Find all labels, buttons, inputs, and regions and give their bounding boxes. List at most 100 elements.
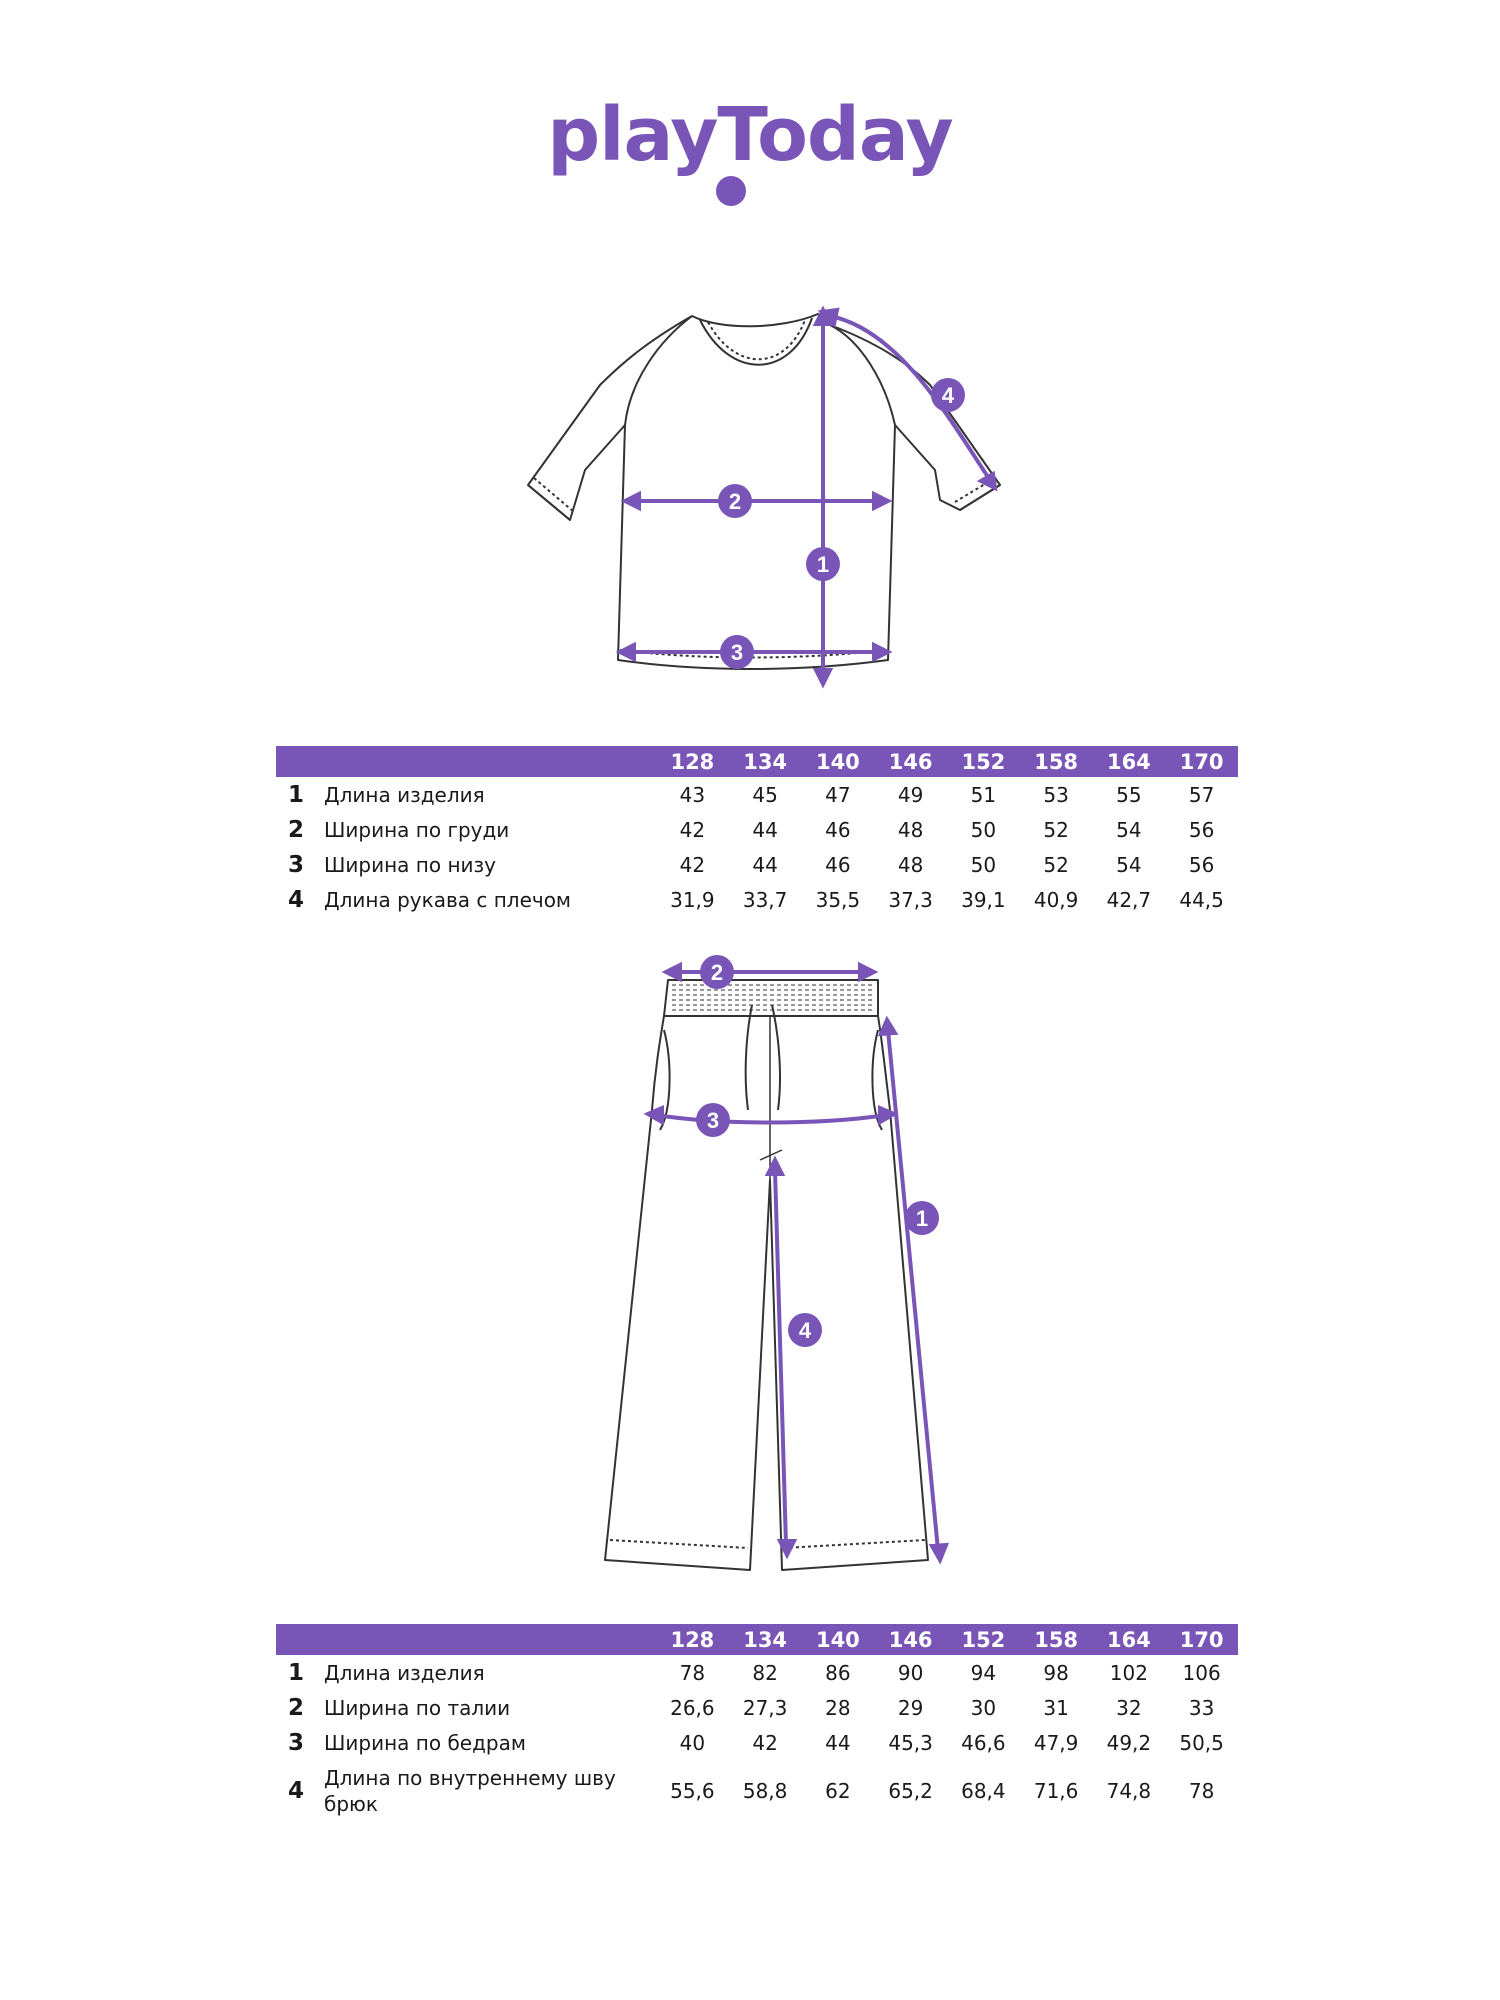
cell-value: 45: [752, 782, 778, 807]
cell-value: 71,6: [1033, 1779, 1079, 1803]
row-label: Длина изделия: [324, 1660, 485, 1685]
cell-value: 45,3: [888, 1730, 933, 1755]
top-size-table: 128 134 140 146 152 158 164 170 1 Длина …: [276, 746, 1238, 917]
cell-value: 33: [1188, 1695, 1215, 1720]
pants-marker-1-label: 1: [916, 1206, 928, 1231]
cell-value: 78: [1188, 1779, 1215, 1803]
row-label: Длина рукава с плечом: [324, 887, 572, 912]
cell-value: 50,5: [1179, 1730, 1224, 1755]
row-label: Ширина по бедрам: [324, 1730, 526, 1755]
pants-marker-4-label: 4: [799, 1318, 812, 1343]
pants-marker-3-label: 3: [707, 1108, 719, 1133]
cell-value: 74,8: [1106, 1779, 1152, 1803]
cell-value: 62: [825, 1779, 851, 1803]
cell-value: 33,7: [742, 887, 788, 912]
cell-value: 86: [825, 1660, 851, 1685]
header-empty: [276, 1624, 316, 1655]
cell-value: 48: [897, 852, 924, 877]
cell-value: 42,7: [1106, 887, 1152, 912]
cell-value: 47: [825, 782, 851, 807]
cell-value: 39,1: [961, 887, 1006, 912]
cell-value: 51: [970, 782, 997, 807]
row-label: Ширина по талии: [324, 1695, 511, 1720]
pants-marker-2: [700, 955, 734, 989]
size-header: 152: [947, 1624, 1020, 1655]
cell-value: 98: [1043, 1660, 1069, 1685]
header-empty: [276, 746, 316, 777]
pants-marker-4: [788, 1313, 822, 1347]
cell-value: 90: [897, 1660, 924, 1685]
row-label: Длина изделия: [324, 782, 485, 807]
table-row: 1 Длина изделия 43 45 47 49 51 53 55 57: [276, 777, 1238, 812]
shirt-marker-1-label: 1: [817, 552, 829, 577]
size-header: 146: [874, 746, 947, 777]
cell-value: 106: [1182, 1660, 1221, 1685]
row-number: 2: [287, 816, 304, 843]
shirt-markers: 1 2 3 4: [718, 378, 965, 669]
size-header: 170: [1165, 746, 1238, 777]
cell-value: 29: [897, 1695, 924, 1720]
pants-markers: 1 2 3 4: [696, 955, 939, 1347]
shirt-marker-4-label: 4: [942, 383, 955, 408]
row-label: Длина по внутреннему шву брюк: [324, 1766, 616, 1816]
cell-value: 50: [970, 852, 997, 877]
size-header: 146: [874, 1624, 947, 1655]
cell-value: 49: [897, 782, 924, 807]
cell-value: 35,5: [815, 887, 861, 912]
cell-value: 44: [752, 817, 778, 842]
cell-value: 58,8: [742, 1779, 788, 1803]
row-number: 4: [287, 1778, 304, 1804]
cell-value: 78: [679, 1660, 706, 1685]
cell-value: 44,5: [1179, 887, 1224, 912]
cell-value: 52: [1043, 852, 1069, 877]
shirt-marker-2-label: 2: [729, 489, 741, 514]
shirt-marker-1: [806, 547, 840, 581]
row-number: 3: [287, 1729, 304, 1756]
size-header: 158: [1019, 1624, 1093, 1655]
cell-value: 56: [1188, 852, 1215, 877]
cell-value: 26,6: [670, 1695, 715, 1720]
size-header: 140: [801, 1624, 875, 1655]
size-header: 128: [656, 746, 729, 777]
cell-value: 52: [1043, 817, 1069, 842]
brand-logo: playToday: [0, 92, 1500, 222]
cell-value: 42: [679, 852, 706, 877]
size-header: 134: [728, 746, 802, 777]
cell-value: 47,9: [1033, 1730, 1079, 1755]
cell-value: 44: [825, 1730, 851, 1755]
bottom-size-table: 128 134 140 146 152 158 164 170 1 Длина …: [276, 1624, 1238, 1822]
cell-value: 31,9: [670, 887, 715, 912]
cell-value: 28: [825, 1695, 851, 1720]
cell-value: 42: [752, 1730, 778, 1755]
shirt-marker-2: [718, 484, 752, 518]
cell-value: 53: [1043, 782, 1069, 807]
trousers-sketch-icon: 1 2 3 4: [604, 955, 950, 1571]
cell-value: 55,6: [670, 1779, 715, 1803]
cell-value: 54: [1116, 817, 1142, 842]
header-empty: [316, 1624, 656, 1655]
row-label: Ширина по низу: [324, 852, 496, 877]
table-row: 3 Ширина по низу 42 44 46 48 50 52 54 56: [276, 847, 1238, 882]
table-row: 4 Длина рукава с плечом 31,9 33,7 35,5 3…: [276, 882, 1238, 917]
row-label: Ширина по груди: [324, 817, 510, 842]
cell-value: 48: [897, 817, 924, 842]
cell-value: 94: [970, 1660, 997, 1685]
size-header: 164: [1092, 746, 1166, 777]
table-header-row: 128 134 140 146 152 158 164 170: [276, 746, 1238, 777]
size-header: 164: [1092, 1624, 1166, 1655]
pants-marker-2-label: 2: [711, 960, 723, 985]
shirt-marker-3: [720, 635, 754, 669]
size-header: 134: [728, 1624, 802, 1655]
table-row: 2 Ширина по груди 42 44 46 48 50 52 54 5…: [276, 812, 1238, 847]
cell-value: 46: [825, 817, 851, 842]
cell-value: 37,3: [888, 887, 933, 912]
cell-value: 46: [825, 852, 851, 877]
row-number: 1: [287, 781, 304, 808]
cell-value: 32: [1116, 1695, 1142, 1720]
cell-value: 43: [679, 782, 706, 807]
cell-value: 40,9: [1033, 887, 1079, 912]
pants-marker-1: [905, 1201, 939, 1235]
size-header: 158: [1019, 746, 1093, 777]
table-header-row: 128 134 140 146 152 158 164 170: [276, 1624, 1238, 1655]
table-row: 3 Ширина по бедрам 40 42 44 45,3 46,6 47…: [276, 1725, 1238, 1760]
